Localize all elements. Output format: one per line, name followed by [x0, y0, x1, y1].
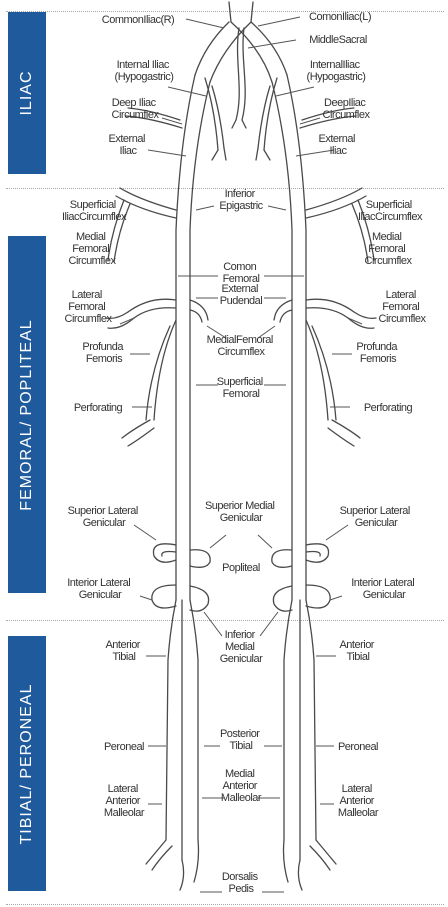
label-medial-femoral-circumflex-r: Medial Femoral Circumflex: [69, 231, 117, 267]
label-perforating-l: Perforating: [364, 402, 413, 414]
label-superficial-femoral: Superficial Femoral: [217, 376, 265, 400]
label-peroneal-l: Peroneal: [338, 741, 378, 753]
label-peroneal-r: Peroneal: [104, 741, 144, 753]
label-deep-iliac-circumflex-l: DeepIliac Circumflex: [323, 97, 371, 121]
label-anterior-tibial-r: Anterior Tibial: [105, 639, 142, 663]
label-perforating-r: Perforating: [74, 402, 123, 414]
label-superficial-iliac-circumflex-r: Superficial IliacCircumflex: [62, 199, 127, 223]
label-external-iliac-r: External Iliac: [109, 133, 148, 157]
label-inferior-epigastric: Inferior Epigastric: [219, 188, 263, 212]
label-lateral-femoral-circumflex-r: Lateral Femoral Circumflex: [65, 289, 113, 325]
artery-labels: CommonIliac(R) ComonIliac(L) MiddleSacra…: [62, 11, 426, 895]
label-external-pudendal: External Pudendal: [220, 283, 263, 307]
label-medial-anterior-malleolar: Medial Anterior Malleolar: [221, 768, 262, 804]
label-internal-iliac-r: Internal Iliac (Hypogastric): [115, 59, 174, 83]
label-medial-femoral-circumflex-l: Medial Femoral Circumflex: [365, 231, 413, 267]
label-profunda-femoris-r: Profunda Femoris: [82, 341, 125, 365]
label-external-iliac-l: External Iliac: [319, 133, 358, 157]
label-superior-lateral-genicular-r: Superior Lateral Genicular: [68, 505, 141, 529]
label-lateral-anterior-malleolar-l: Lateral Anterior Malleolar: [338, 783, 379, 819]
label-internal-iliac-l: InternalIliac (Hypogastric): [307, 59, 366, 83]
label-dorsalis-pedis: Dorsalis Pedis: [222, 871, 260, 895]
label-interior-lateral-genicular-r: Interior Lateral Genicular: [67, 577, 133, 601]
label-leaders: [120, 17, 362, 892]
label-posterior-tibial: Posterior Tibial: [220, 728, 262, 752]
label-common-femoral: Comon Femoral: [223, 261, 260, 285]
label-deep-iliac-circumflex-r: Deep Iliac Circumfiex: [112, 97, 160, 121]
label-middle-sacral: MiddleSacral: [309, 34, 367, 46]
label-interior-lateral-genicular-l: Interior Lateral Genicular: [351, 577, 417, 601]
label-inferior-medial-genicular: Inferior Medial Genicular: [220, 629, 263, 665]
label-medial-femoral-circumflex-center: MedialFemoral Circumflex: [207, 334, 276, 358]
label-profunda-femoris-l: Profunda Femoris: [356, 341, 399, 365]
label-superficial-iliac-circumflex-l: Superficial IliacCircumflex: [358, 199, 423, 223]
label-superior-medial-genicular: Superior Medial Genicular: [205, 500, 277, 524]
label-popliteal: Popliteal: [222, 562, 260, 574]
label-lateral-anterior-malleolar-r: Lateral Anterior Malleolar: [104, 783, 145, 819]
label-common-iliac-l: ComonIliac(L): [309, 11, 371, 23]
label-anterior-tibial-l: Anterior Tibial: [339, 639, 376, 663]
label-superior-lateral-genicular-l: Superior Lateral Genicular: [340, 505, 413, 529]
label-lateral-femoral-circumflex-l: Lateral Femoral Circumflex: [379, 289, 427, 325]
label-common-iliac-r: CommonIliac(R): [102, 14, 174, 26]
